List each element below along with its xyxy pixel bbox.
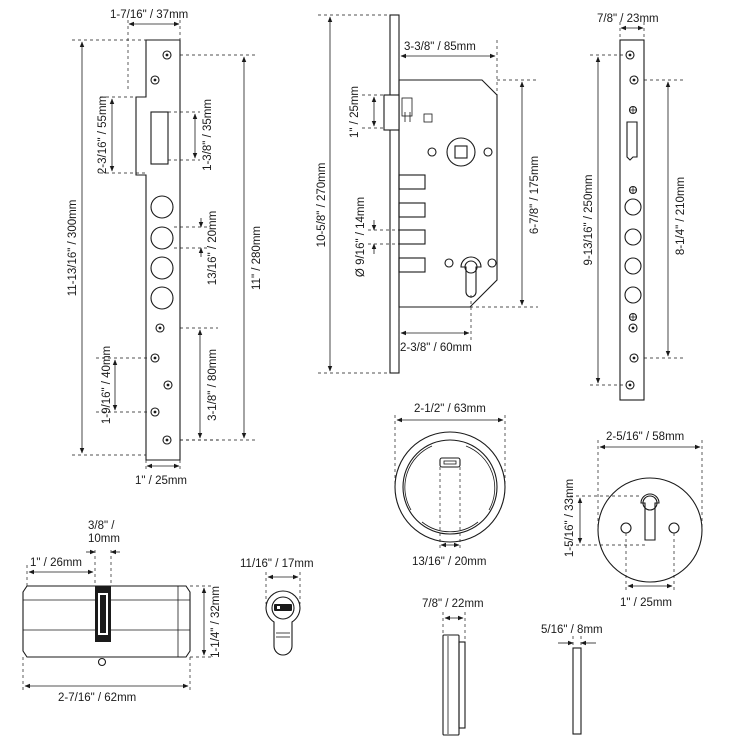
strike-height-label: 9-13/16" / 250mm	[583, 174, 595, 265]
forend-outline	[135, 39, 181, 461]
bolt-rollers	[150, 195, 174, 310]
escutcheon-cylinder-cutout	[640, 493, 660, 541]
faceplate-deadbolt-height-label: 1-3/8" / 35mm	[202, 99, 214, 171]
lock-body-height-label: 6-7/8" / 175mm	[529, 156, 541, 234]
strike-inner-height-label: 8-1/4" / 210mm	[675, 177, 687, 255]
rosette-side-outline	[442, 634, 460, 736]
strike-width-label: 7/8" / 23mm	[597, 13, 659, 25]
key-icon	[274, 604, 292, 611]
faceplate-roller-gap-label: 13/16" / 20mm	[207, 211, 219, 285]
lock-total-height-label: 10-5/8" / 270mm	[316, 163, 328, 248]
faceplate-inner-height-label: 11" / 280mm	[251, 226, 263, 290]
lock-dia-label: Ø 9/16" / 14mm	[355, 197, 367, 277]
deadbolt-slot	[150, 111, 169, 165]
cylinder-profile-drawing: 11/16" / 17mm	[240, 558, 314, 656]
rosette-keyway-label: 13/16" / 20mm	[412, 556, 486, 568]
escutcheon-hole-spacing-label: 1" / 25mm	[620, 597, 672, 609]
strike-plate-drawing: 7/8" / 23mm 9-13/16" / 250mm 8-1/4" / 21…	[583, 13, 687, 401]
escutcheon-side-view-drawing: 5/16" / 8mm	[541, 624, 603, 735]
lock-case	[398, 79, 498, 308]
euro-cylinder-drawing: 3/8" / 10mm 1" / 26mm 1-1/4" / 32mm 2-7/…	[22, 520, 222, 704]
cylinder-cam-width-label-1: 3/8" /	[88, 520, 115, 532]
faceplate-top-width-label: 1-7/16" / 37mm	[110, 9, 188, 21]
lock-bolt-height-label: 1" / 25mm	[349, 86, 361, 138]
lock-body-width-label: 3-3/8" / 85mm	[404, 41, 476, 53]
escutcheon-drawing: 2-5/16" / 58mm 1-5/16" / 33mm 1" / 25mm	[564, 431, 703, 609]
screw-icon	[625, 50, 639, 390]
spindle-hub	[427, 137, 493, 167]
rosette-side-view-drawing: 7/8" / 22mm	[422, 598, 484, 736]
latch-bolt	[383, 94, 400, 131]
faceplate-total-height-label: 11-13/16" / 300mm	[67, 200, 79, 297]
escutcheon-side-thickness-label: 5/16" / 8mm	[541, 624, 603, 636]
strike-bolt-holes	[624, 198, 642, 304]
cylinder-cam-width-label-2: 10mm	[88, 533, 120, 545]
strike-plate-outline	[619, 39, 645, 401]
cylinder-profile-width-label: 11/16" / 17mm	[240, 558, 314, 570]
lock-forend	[389, 14, 400, 374]
cylinder-length-label: 2-7/16" / 62mm	[58, 692, 136, 704]
lock-backset-label: 2-3/8" / 60mm	[400, 342, 472, 354]
faceplate-screw-pitch-label: 1-9/16" / 40mm	[101, 346, 113, 424]
faceplate-latch-height-label: 2-3/16" / 55mm	[97, 96, 109, 174]
cylinder-height-label: 1-1/4" / 32mm	[210, 586, 222, 658]
escutcheon-height-label: 1-5/16" / 33mm	[564, 479, 576, 557]
strike-latch-opening	[626, 121, 638, 161]
security-rosette-drawing: 2-1/2" / 63mm 13/16" / 20mm	[394, 403, 506, 568]
cylinder-offset-label: 1" / 26mm	[30, 557, 82, 569]
rosette-side-step	[458, 641, 466, 729]
euro-cylinder-cutout	[444, 256, 497, 298]
screw-icon	[150, 50, 173, 445]
escutcheon-diameter-label: 2-5/16" / 58mm	[606, 431, 684, 443]
deadbolt-tongues	[398, 174, 426, 273]
mortise-lock-body-drawing: 10-5/8" / 270mm 3-3/8" / 85mm 1" / 25mm …	[316, 14, 541, 374]
faceplate-width-label: 1" / 25mm	[135, 475, 187, 487]
rosette-side-thickness-label: 7/8" / 22mm	[422, 598, 484, 610]
faceplate-lower-span-label: 3-1/8" / 80mm	[207, 349, 219, 421]
forend-faceplate-drawing: 1-7/16" / 37mm 11-13/16" / 300mm 2-3/16"…	[67, 9, 263, 487]
rosette-diameter-label: 2-1/2" / 63mm	[414, 403, 486, 415]
cylinder-body	[22, 585, 191, 658]
escutcheon-side-outline	[572, 647, 582, 735]
rosette-keyway	[439, 457, 461, 468]
cylinder-profile-outline	[265, 590, 301, 656]
